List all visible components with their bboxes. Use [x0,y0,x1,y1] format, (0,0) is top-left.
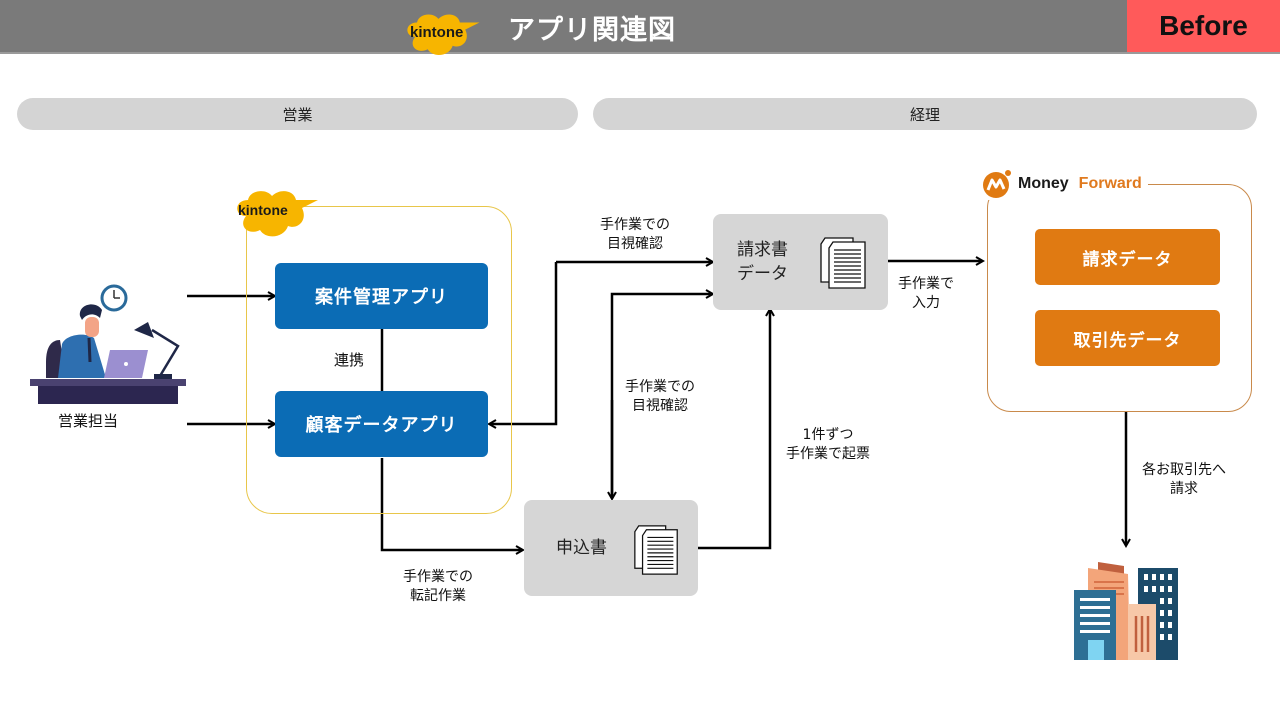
client-data-item-label: 取引先データ [1073,330,1182,351]
sales-person-at-desk-icon [30,284,186,404]
kintone-cloud-icon [237,191,318,237]
edge-label-line: 各お取引先へ [1142,462,1226,478]
edge-label-one-by-one: 1件ずつ 手作業で起票 [786,426,870,464]
arrow-customer-app-to-application [380,458,522,550]
lane-accounting: 経理 [593,98,1257,130]
project-management-app[interactable]: 案件管理アプリ [275,263,488,329]
link-label: 連携 [334,351,365,369]
project-management-app-label: 案件管理アプリ [315,287,448,308]
moneyforward-brand-money: Money [1018,175,1069,192]
edge-label-line: 請求 [1170,481,1198,497]
edge-label-line: 1件ずつ [802,427,854,443]
edge-label-line: 手作業での [403,569,473,585]
arrow-to-customer-app [490,262,558,424]
moneyforward-frame [987,184,1252,412]
edge-label-transcription: 手作業での 転記作業 [403,568,473,606]
arrow-application-to-invoice [698,310,770,550]
document-stack-icon [634,525,678,575]
lane-sales-label: 営業 [282,105,313,124]
edge-label-visual-check-top: 手作業での 目視確認 [600,216,670,254]
customer-data-app-label: 顧客データアプリ [305,415,458,436]
edge-label-line: 目視確認 [607,236,663,252]
edge-label-line: 手作業で起票 [786,446,870,462]
kintone-frame-logo: kintone [232,186,320,246]
page-title: アプリ関連図 [508,15,676,46]
invoice-label-line1: 請求書 [737,240,788,260]
invoice-data-box: 請求書 データ [713,214,888,310]
header-bar [0,0,1280,54]
kintone-logo-text: kintone [410,24,464,41]
application-label: 申込書 [556,538,607,558]
document-stack-icon [820,237,866,289]
kintone-frame [246,206,512,514]
moneyforward-brand-forward: Forward [1078,175,1142,192]
invoice-label: 請求書 データ [737,238,788,286]
kintone-cloud-icon [407,14,480,56]
lane-accounting-label: 経理 [909,105,940,124]
before-badge: Before [1127,0,1280,52]
kintone-frame-logo-text: kintone [238,202,288,218]
edge-label-line: 手作業で [898,276,954,292]
invoice-data-item[interactable]: 請求データ [1035,229,1220,285]
lane-sales: 営業 [17,98,578,130]
actor-label: 営業担当 [58,412,119,430]
client-data-item[interactable]: 取引先データ [1035,310,1220,366]
moneyforward-logo-icon [983,170,1011,198]
edge-label-line: 手作業での [625,379,695,395]
edge-label-line: 手作業での [600,217,670,233]
invoice-data-item-label: 請求データ [1082,249,1173,270]
moneyforward-logo: Money Forward [976,168,1148,200]
edge-label-line: 転記作業 [410,588,466,604]
edge-label-manual-entry: 手作業で 入力 [898,275,954,313]
customer-data-app[interactable]: 顧客データアプリ [275,391,488,457]
application-form-box: 申込書 [524,500,698,596]
kintone-logo: kintone [398,10,486,64]
edge-label-billing: 各お取引先へ 請求 [1142,461,1226,499]
office-buildings-icon [1074,562,1178,660]
edge-label-line: 入力 [912,295,940,311]
invoice-label-line2: データ [737,264,788,284]
edge-label-visual-check-mid: 手作業での 目視確認 [625,378,695,416]
edge-label-line: 目視確認 [632,398,688,414]
sales-person-illustration [30,282,190,406]
